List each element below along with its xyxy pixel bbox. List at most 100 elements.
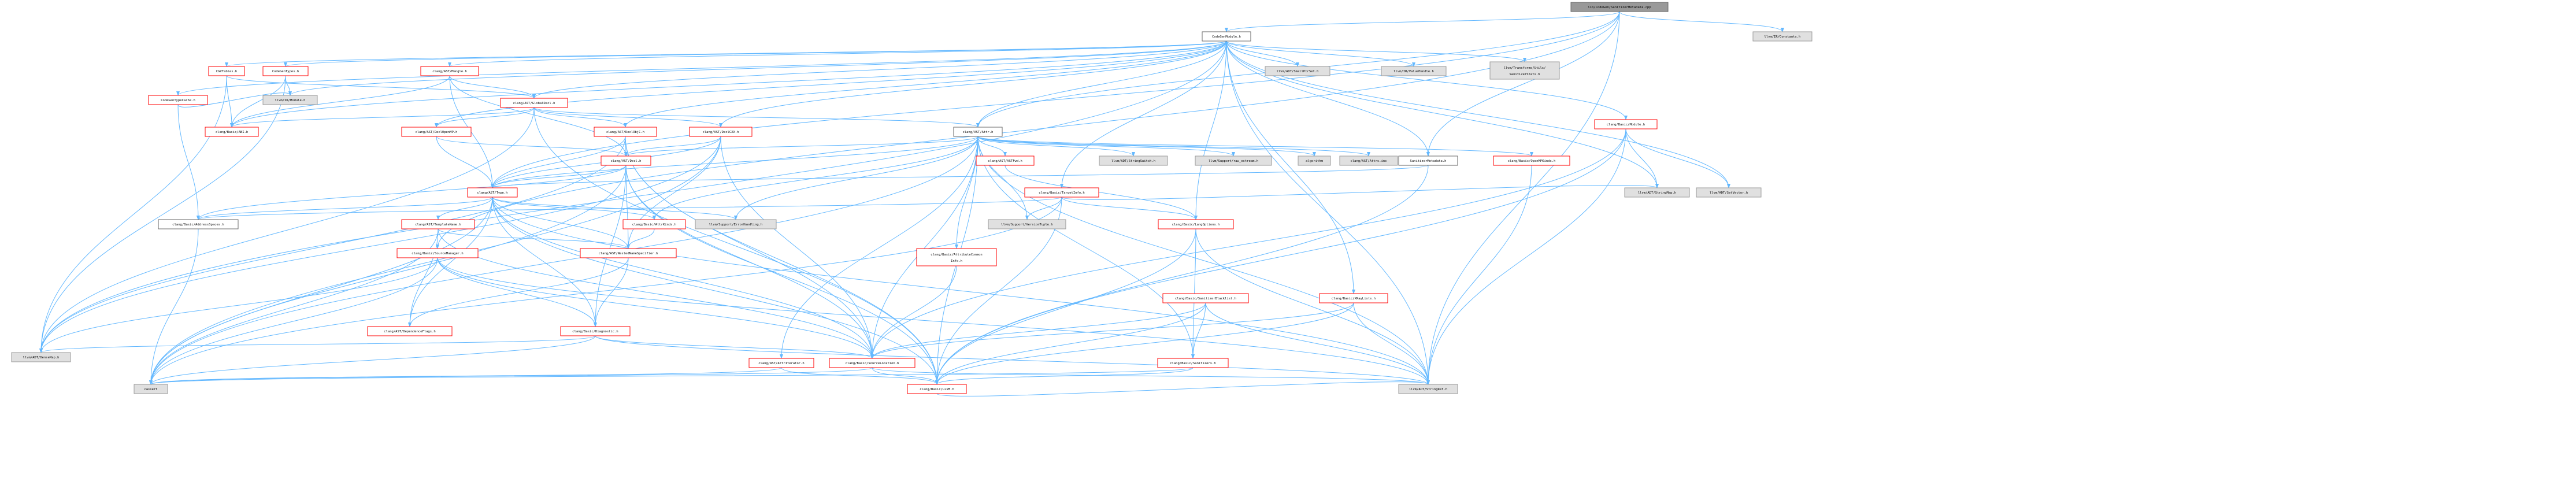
edge-globaldecl-to-declcxx xyxy=(533,107,722,128)
node-root[interactable]: lib/CodeGen/SanitizerMetadata.cpp xyxy=(1570,2,1669,12)
node-smallptrset[interactable]: llvm/ADT/SmallPtrSet.h xyxy=(1265,66,1330,76)
node-stringref[interactable]: llvm/ADT/StringRef.h xyxy=(1398,384,1458,394)
node-nns[interactable]: clang/AST/NestedNameSpecifier.h xyxy=(580,248,677,258)
edge-decl-to-diagnostic xyxy=(594,165,627,327)
edge-declobjc-to-asttype xyxy=(491,136,626,188)
edge-cgtables-to-globaldecl xyxy=(226,75,536,99)
edge-cgtables-to-basicabi xyxy=(226,75,233,128)
edge-cgmodule-to-smallptrset xyxy=(1226,40,1299,67)
node-label-attrkinds: clang/Basic/AttrKinds.h xyxy=(632,223,676,227)
node-box-sanmeta xyxy=(1398,155,1458,166)
node-declobjc[interactable]: clang/AST/DeclObjC.h xyxy=(594,127,657,137)
node-box-templatename xyxy=(401,219,475,229)
node-declopenmp[interactable]: clang/AST/DeclOpenMP.h xyxy=(401,127,472,137)
node-box-sanitizers xyxy=(1157,358,1229,368)
node-globaldecl[interactable]: clang/AST/GlobalDecl.h xyxy=(500,98,568,108)
node-llvmh[interactable]: clang/Basic/LLVM.h xyxy=(907,384,967,394)
node-targetinfo[interactable]: clang/Basic/TargetInfo.h xyxy=(1024,187,1099,198)
node-irmodule[interactable]: llvm/IR/Module.h xyxy=(262,95,318,105)
node-algorithm[interactable]: algorithm xyxy=(1298,155,1331,166)
node-irconstants[interactable]: llvm/IR/Constants.h xyxy=(1752,31,1813,42)
edge-decl-to-llvmh xyxy=(625,165,939,385)
edge-attr-to-rawostream xyxy=(977,136,1235,157)
node-box-setvector xyxy=(1696,187,1762,198)
node-sanitizers[interactable]: clang/Basic/Sanitizers.h xyxy=(1157,358,1229,368)
edge-targetinfo-to-versiontuple xyxy=(1025,197,1062,220)
node-attr[interactable]: clang/AST/Attr.h xyxy=(953,127,1003,137)
node-box-cgmodule xyxy=(1202,31,1251,42)
node-depflags[interactable]: clang/AST/DependenceFlags.h xyxy=(367,326,453,336)
node-label-root: lib/CodeGen/SanitizerMetadata.cpp xyxy=(1588,6,1651,9)
node-basicmodule[interactable]: clang/Basic/Module.h xyxy=(1594,119,1658,129)
node-addrspaces[interactable]: clang/Basic/AddressSpaces.h xyxy=(158,219,239,229)
edge-srclocation-to-cassert xyxy=(149,367,873,385)
edge-srcmanager-to-cassert xyxy=(149,257,438,385)
edge-srcmanager-to-srclocation xyxy=(437,257,874,359)
edge-attr-to-attriterator xyxy=(780,136,978,359)
edge-cgtypes-to-basicabi xyxy=(230,75,286,128)
node-sanstats[interactable]: llvm/Transforms/Utils/SanitizerStats.h xyxy=(1489,61,1560,80)
node-sanblacklist[interactable]: clang/Basic/SanitizerBlacklist.h xyxy=(1162,293,1249,303)
node-box-irmodule xyxy=(262,95,318,105)
node-label-decl: clang/AST/Decl.h xyxy=(611,160,642,163)
node-cgtables[interactable]: CGVTables.h xyxy=(208,66,245,76)
edge-cgmodule-to-basicabi xyxy=(230,40,1227,128)
node-label-declopenmp: clang/AST/DeclOpenMP.h xyxy=(416,131,458,134)
edge-asttype-to-depflags xyxy=(408,197,493,327)
edge-attr-to-astfwd xyxy=(977,136,1007,157)
edge-cgmodule-to-declobjc xyxy=(624,40,1227,128)
node-cgtypecache[interactable]: CodeGenTypeCache.h xyxy=(148,95,208,105)
node-stringswitch[interactable]: llvm/ADT/StringSwitch.h xyxy=(1099,155,1168,166)
node-label-setvector: llvm/ADT/SetVector.h xyxy=(1710,191,1748,195)
node-sanmeta[interactable]: SanitizerMetadata.h xyxy=(1398,155,1458,166)
file-nodes: lib/CodeGen/SanitizerMetadata.cppCodeGen… xyxy=(11,2,1813,394)
node-basicabi[interactable]: clang/Basic/ABI.h xyxy=(205,127,259,137)
edge-templatename-to-nns xyxy=(438,228,630,249)
node-cgtypes[interactable]: CodeGenTypes.h xyxy=(262,66,309,76)
node-decl[interactable]: clang/AST/Decl.h xyxy=(601,155,651,166)
node-srclocation[interactable]: clang/Basic/SourceLocation.h xyxy=(829,358,916,368)
node-asttype[interactable]: clang/AST/Type.h xyxy=(467,187,518,198)
edge-attr-to-versiontuple xyxy=(977,136,1029,220)
edge-asttype-to-templatename xyxy=(436,197,493,220)
node-label-stringref: llvm/ADT/StringRef.h xyxy=(1409,388,1447,391)
node-rawostream[interactable]: llvm/Support/raw_ostream.h xyxy=(1195,155,1272,166)
node-langopts[interactable]: clang/Basic/LangOptions.h xyxy=(1158,219,1234,229)
node-label-depflags: clang/AST/DependenceFlags.h xyxy=(384,330,435,333)
node-srcmanager[interactable]: clang/Basic/SourceManager.h xyxy=(396,248,479,258)
edge-cgmodule-to-mangle xyxy=(448,40,1227,67)
node-box-openmpkinds xyxy=(1493,155,1570,166)
node-label-attriterator: clang/AST/AttrIterator.h xyxy=(758,362,804,365)
dependency-edges xyxy=(39,11,1784,396)
node-box-depflags xyxy=(367,326,453,336)
node-xraylists[interactable]: clang/Basic/XRayLists.h xyxy=(1319,293,1388,303)
node-templatename[interactable]: clang/AST/TemplateName.h xyxy=(401,219,475,229)
node-versiontuple[interactable]: llvm/Support/VersionTuple.h xyxy=(988,219,1066,229)
edge-declobjc-to-llvmh xyxy=(625,136,939,385)
node-stringmap[interactable]: llvm/ADT/StringMap.h xyxy=(1624,187,1690,198)
node-setvector[interactable]: llvm/ADT/SetVector.h xyxy=(1696,187,1762,198)
node-label-rawostream: llvm/Support/raw_ostream.h xyxy=(1209,160,1258,163)
node-label-targetinfo: clang/Basic/TargetInfo.h xyxy=(1039,191,1084,195)
node-label-declcxx: clang/AST/DeclCXX.h xyxy=(703,131,739,134)
node-openmpkinds[interactable]: clang/Basic/OpenMPKinds.h xyxy=(1493,155,1570,166)
node-attrkinds[interactable]: clang/Basic/AttrKinds.h xyxy=(622,219,686,229)
node-valuehandle[interactable]: llvm/IR/ValueHandle.h xyxy=(1381,66,1447,76)
node-box-rawostream xyxy=(1195,155,1272,166)
node-errorhandling[interactable]: llvm/Support/ErrorHandling.h xyxy=(695,219,777,229)
node-label-cgtypes: CodeGenTypes.h xyxy=(272,70,299,73)
node-declcxx[interactable]: clang/AST/DeclCXX.h xyxy=(689,127,753,137)
node-attrsinc[interactable]: clang/AST/Attrs.inc xyxy=(1339,155,1398,166)
node-densemap[interactable]: llvm/ADT/DenseMap.h xyxy=(11,352,71,362)
node-cassert[interactable]: cassert xyxy=(134,384,168,394)
node-astfwd[interactable]: clang/AST/ASTFwd.h xyxy=(976,155,1035,166)
edge-declopenmp-to-decl xyxy=(436,136,628,157)
node-diagnostic[interactable]: clang/Basic/Diagnostic.h xyxy=(560,326,631,336)
node-box-sanblacklist xyxy=(1162,293,1249,303)
node-cgmodule[interactable]: CodeGenModule.h xyxy=(1202,31,1251,42)
node-attriterator[interactable]: clang/AST/AttrIterator.h xyxy=(748,358,814,368)
edge-sanitizers-to-llvmh xyxy=(935,367,1194,385)
node-label-irmodule: llvm/IR/Module.h xyxy=(275,99,306,102)
node-mangle[interactable]: clang/AST/Mangle.h xyxy=(420,66,479,76)
